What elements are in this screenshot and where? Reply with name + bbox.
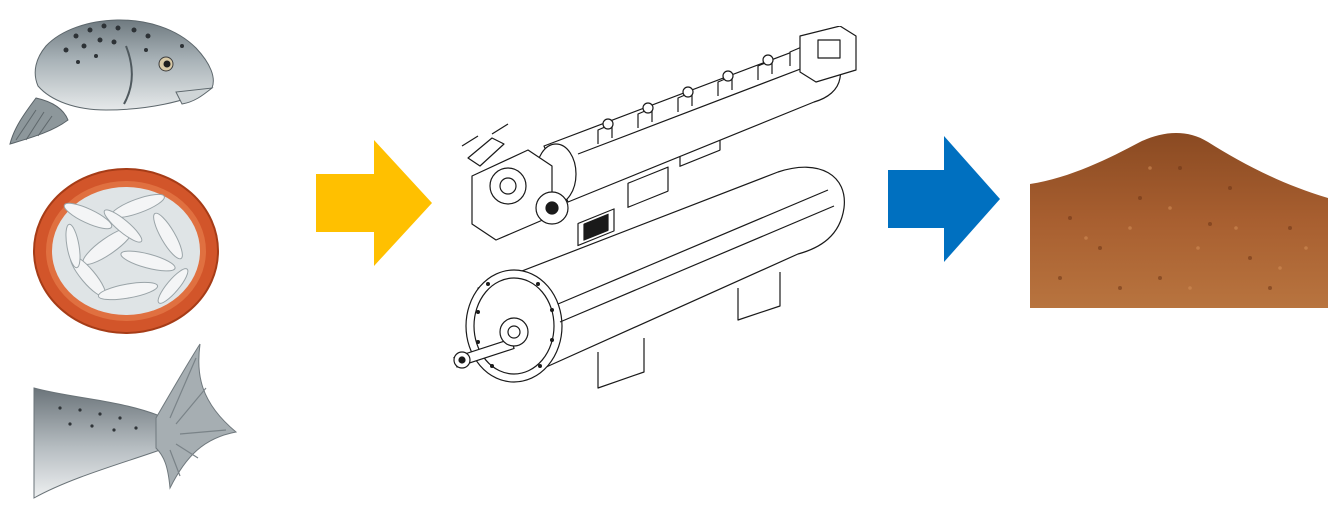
bowl-of-small-fish-icon (28, 166, 224, 336)
fish-tail-icon (30, 338, 242, 504)
arrow-right-icon (888, 136, 1000, 262)
fishmeal-powder-icon (1030, 128, 1328, 308)
arrow-right-icon (316, 140, 432, 266)
cooker-dryer-machine-icon (448, 26, 874, 398)
fish-head-icon (6, 6, 224, 156)
